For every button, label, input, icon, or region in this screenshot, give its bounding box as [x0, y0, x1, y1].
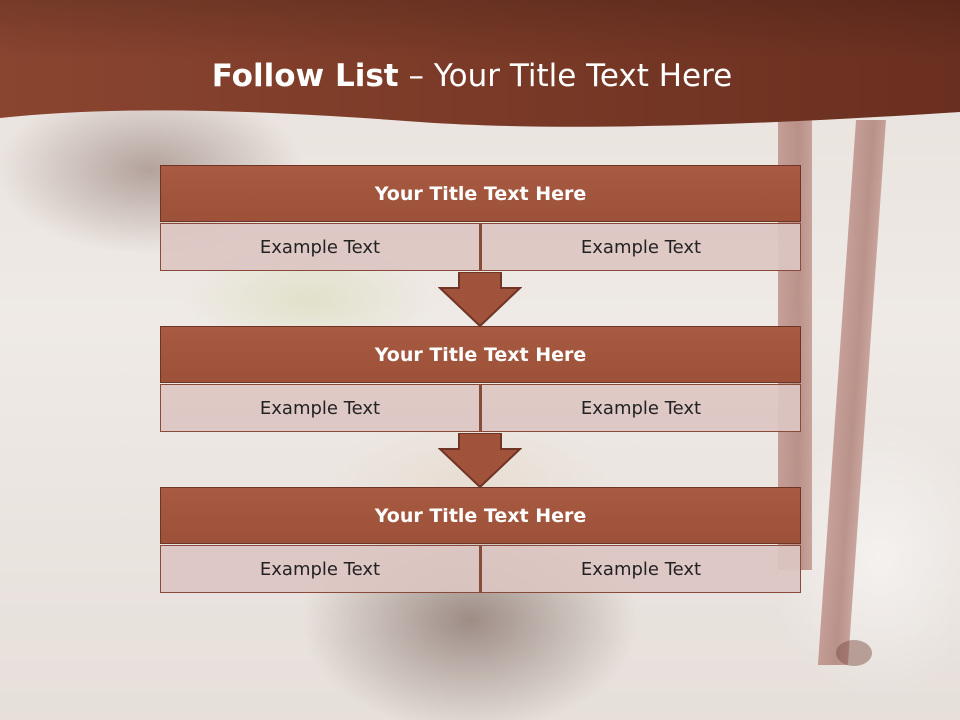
block-title: Your Title Text Here: [160, 487, 801, 544]
block-row: Example Text Example Text: [160, 383, 801, 432]
block-title: Your Title Text Here: [160, 165, 801, 222]
list-block-1: Your Title Text Here Example Text Exampl…: [160, 165, 801, 271]
slide-title-bold: Follow List: [211, 58, 399, 94]
block-cell-left: Example Text: [160, 545, 480, 593]
block-row: Example Text Example Text: [160, 222, 801, 271]
down-arrow-icon: [438, 433, 522, 489]
block-cell-right: Example Text: [480, 223, 801, 271]
chopstick-tip: [836, 640, 872, 666]
block-row: Example Text Example Text: [160, 544, 801, 593]
down-arrow-icon: [438, 272, 522, 328]
block-cell-left: Example Text: [160, 384, 480, 432]
header-band: [0, 0, 960, 140]
list-block-3: Your Title Text Here Example Text Exampl…: [160, 487, 801, 593]
block-cell-right: Example Text: [480, 545, 801, 593]
block-title: Your Title Text Here: [160, 326, 801, 383]
block-cell-right: Example Text: [480, 384, 801, 432]
slide-title-rest: – Your Title Text Here: [398, 58, 733, 94]
list-block-2: Your Title Text Here Example Text Exampl…: [160, 326, 801, 432]
slide-title: Follow List – Your Title Text Here: [0, 56, 944, 96]
block-cell-left: Example Text: [160, 223, 480, 271]
